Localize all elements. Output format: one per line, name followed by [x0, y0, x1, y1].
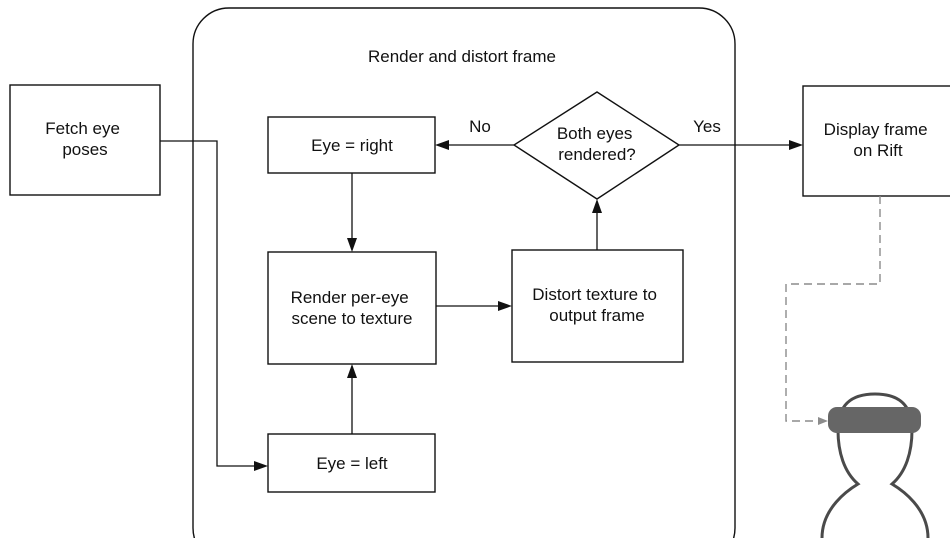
- both-eyes-decision-label: Both eyes rendered?: [557, 124, 637, 164]
- distort-texture-label: Distort texture to output frame: [532, 285, 661, 325]
- render-per-eye-label: Render per-eye scene to texture: [291, 288, 414, 328]
- distort-texture-box: [511, 249, 684, 363]
- fetch-eye-poses-label: Fetch eye poses: [45, 119, 124, 159]
- both-eyes-decision-diamond: [512, 91, 681, 200]
- arrowhead-distort: [498, 301, 512, 311]
- arrowhead-eye-left: [254, 461, 268, 471]
- eye-right-label: Eye = right: [311, 136, 393, 155]
- edge-label-yes: Yes: [693, 117, 721, 136]
- fetch-eye-poses-box: [9, 84, 161, 196]
- headset-band: [828, 407, 921, 433]
- edge-label-no: No: [469, 117, 491, 136]
- head-outline: [820, 392, 930, 538]
- display-frame-label: Display frame on Rift: [824, 120, 933, 160]
- arrowhead-user: [818, 417, 828, 425]
- edge-fetch-to-eye-left: [160, 140, 255, 467]
- group-title: Render and distort frame: [368, 47, 556, 66]
- edge-display-to-user-dashed: [785, 196, 881, 422]
- render-per-eye-box: [267, 251, 437, 365]
- eye-right-box: [267, 116, 436, 174]
- arrowhead-decision: [592, 199, 602, 213]
- vr-headset-user-icon: [820, 392, 930, 538]
- arrowhead-render-from-right: [347, 238, 357, 252]
- arrowhead-eye-right: [435, 140, 449, 150]
- eye-left-box: [267, 433, 436, 493]
- arrowhead-display: [789, 140, 803, 150]
- display-frame-box: [802, 85, 950, 197]
- eye-left-label: Eye = left: [316, 454, 388, 473]
- arrowhead-render-from-left: [347, 364, 357, 378]
